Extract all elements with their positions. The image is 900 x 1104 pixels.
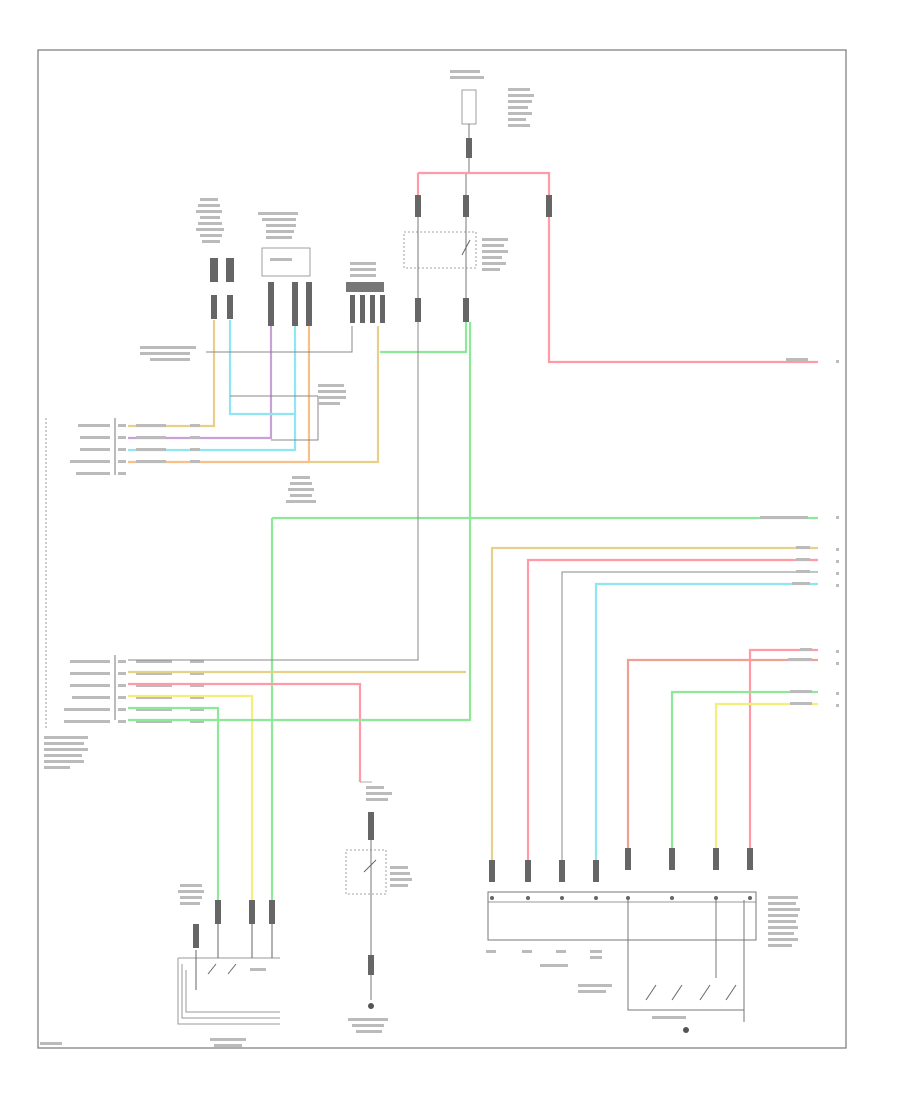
wire-violet-sensor [128,326,273,440]
wire-yellow-right [714,702,818,862]
wire-blue-right [594,582,818,862]
label-bars-right [760,358,839,707]
wire-blue-sensor [128,326,297,452]
top-fuse-block [450,70,534,172]
wire-salmon-right [626,658,818,862]
wire-green-relay [380,322,468,354]
wire-red-top-bus [418,171,818,364]
wire-tan-right [490,546,818,862]
label-bars-left [140,346,346,503]
wire-yellow-lower [128,694,254,900]
bottom-left-sensor [177,884,280,1047]
upper-middle-sensor [258,212,312,326]
wire-gray-mid [206,326,353,353]
transmission-solenoid-assembly [486,848,800,1033]
bottom-middle-switch [345,781,412,1033]
wire-green-lower-2 [128,322,472,722]
wire-red-right-2 [748,648,818,862]
diagram-frame [37,49,847,1049]
wire-tan-upper [309,326,380,464]
wire-tan-sensor [128,320,216,428]
upper-sensor-connector [346,262,385,323]
pcm-connector-lower [44,655,204,769]
wire-gray-lower-1 [128,322,419,661]
wire-blue-splice [228,320,295,416]
wire-red-lower [128,682,362,782]
wire-gray-splice-2 [271,396,319,441]
pcm-connector-upper [70,418,200,475]
upper-left-sensor [196,198,234,319]
wire-gray-right [561,571,818,862]
figure-code [40,1042,62,1045]
automatic-shutdown-relay [403,174,552,322]
wire-green-lower [128,706,220,900]
wire-green-right [670,690,818,862]
wire-red-right [526,558,818,862]
